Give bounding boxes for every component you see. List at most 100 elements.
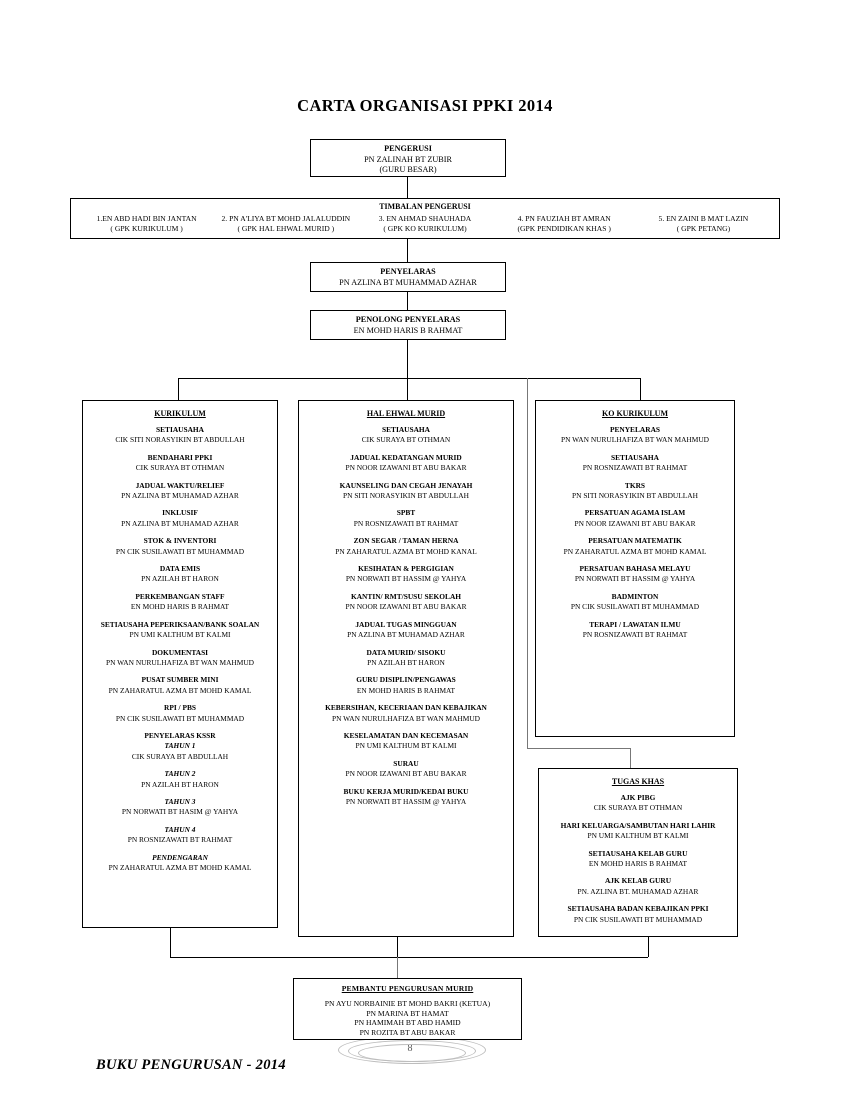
org-entry-person: PN WAN NURULHAFIZA BT WAN MAHMUD <box>331 713 481 723</box>
org-entry-person: PN AZILAH BT HARON <box>141 779 219 789</box>
org-entry-person: CIK SURAYA BT OTHMAN <box>361 435 451 445</box>
timbalan-member-role: ( GPK KURIKULUM ) <box>110 224 183 233</box>
timbalan-member-name: 2. PN A'LIYA BT MOHD JALALUDDIN <box>221 214 351 223</box>
org-entry-label: SETIAUSAHA <box>155 425 205 434</box>
org-entry-person: PN WAN NURULHAFIZA BT WAN MAHMUD <box>560 435 710 445</box>
timbalan-member-name: 5. EN ZAINI B MAT LAZIN <box>658 214 749 223</box>
org-entry-person: PN NOOR IZAWANI BT ABU BAKAR <box>345 769 467 779</box>
connector-pengerusi-timbalan <box>407 177 408 198</box>
org-entry-person: CIK SURAYA BT OTHMAN <box>135 463 225 473</box>
org-entry-subheading: TAHUN 1 <box>164 741 196 751</box>
page-title: CARTA ORGANISASI PPKI 2014 <box>297 96 553 115</box>
timbalan-members-list: 1.EN ABD HADI BIN JANTAN ( GPK KURIKULUM… <box>71 214 779 234</box>
org-entry-person: PN UMI KALTHUM BT KALMI <box>129 630 231 640</box>
timbalan-member-role: ( GPK HAL EHWAL MURID ) <box>237 224 335 233</box>
org-entry-person: PN NORWATI BT HASSIM @ YAHYA <box>574 574 696 584</box>
box-penolong-penyelaras[interactable]: PENOLONG PENYELARAS EN MOHD HARIS B RAHM… <box>310 310 506 340</box>
org-entry-person: PN ZAHARATUL AZMA BT MOHD KAMAL <box>108 863 252 872</box>
pembantu-name: PN HAMIMAH BT ABD HAMID <box>354 1018 461 1028</box>
org-entry-person: PN ZAHARATUL AZMA BT MOHD KAMAL <box>108 685 252 695</box>
penolong-penyelaras-name: EN MOHD HARIS B RAHMAT <box>353 325 463 335</box>
org-entry-person: PN CIK SUSILAWATI BT MUHAMMAD <box>570 602 700 612</box>
pengerusi-name: PN ZALINAH BT ZUBIR <box>364 154 452 164</box>
kurikulum-title: KURIKULUM <box>154 409 206 418</box>
box-pengerusi[interactable]: PENGERUSI PN ZALINAH BT ZUBIR (GURU BESA… <box>310 139 506 177</box>
org-entry-label: ZON SEGAR / TAMAN HERNA <box>353 536 459 546</box>
connector-drop-kurikulum <box>178 378 179 400</box>
tugas-khas-title: TUGAS KHAS <box>611 777 665 786</box>
org-entry-label: DATA EMIS <box>159 564 201 574</box>
org-entry-person: CIK SURAYA BT ABDULLAH <box>131 751 229 761</box>
connector-drop-tugas-khas <box>630 748 631 768</box>
org-entry-person: EN MOHD HARIS B RAHMAT <box>130 602 230 612</box>
org-entry-label: BUKU KERJA MURID/KEDAI BUKU <box>343 786 469 796</box>
timbalan-member: 3. EN AHMAD SHAUHADA ( GPK KO KURIKULUM) <box>355 214 494 234</box>
org-entry-person: PN AZLINA BT MUHAMAD AZHAR <box>121 518 239 528</box>
connector-bottom-bar <box>170 957 648 958</box>
org-entry-person: PN ZAHARATUL AZMA BT MOHD KAMAL <box>563 546 707 556</box>
org-entry-person: PN AZILAH BT HARON <box>141 574 219 584</box>
box-pembantu-pengurusan-murid[interactable]: PEMBANTU PENGURUSAN MURID PN AYU NORBAIN… <box>293 978 522 1040</box>
connector-distribution-bar <box>178 378 641 379</box>
org-entry-label: KANTIN/ RMT/SUSU SEKOLAH <box>350 591 462 601</box>
org-entry-label: SURAU <box>393 758 419 768</box>
connector-drop-hal-ehwal-murid <box>407 378 408 400</box>
org-entry-label: TKRS <box>624 480 646 490</box>
pembantu-name: PN MARINA BT HAMAT <box>366 1008 449 1018</box>
org-entry-person: PN CIK SUSILAWATI BT MUHAMMAD <box>115 713 245 723</box>
connector-penyelaras-penolong <box>407 292 408 310</box>
org-entry-label: HARI KELUARGA/SAMBUTAN HARI LAHIR <box>560 820 716 830</box>
connector-elbow-tugas-khas <box>527 748 631 749</box>
org-entry-label: BADMINTON <box>611 591 659 601</box>
box-penyelaras[interactable]: PENYELARAS PN AZLINA BT MUHAMMAD AZHAR <box>310 262 506 292</box>
pembantu-name: PN ROZITA BT ABU BAKAR <box>359 1028 456 1038</box>
box-timbalan-pengerusi[interactable]: TIMBALAN PENGERUSI 1.EN ABD HADI BIN JAN… <box>70 198 780 239</box>
footer-text: BUKU PENGURUSAN - 2014 <box>96 1057 286 1073</box>
org-entry-label: JADUAL WAKTU/RELIEF <box>135 480 225 490</box>
pengerusi-role: (GURU BESAR) <box>379 165 437 175</box>
timbalan-member-name: 1.EN ABD HADI BIN JANTAN <box>96 214 197 223</box>
org-entry-person: EN MOHD HARIS B RAHMAT <box>356 685 456 695</box>
timbalan-header: TIMBALAN PENGERUSI <box>379 202 471 211</box>
connector-hem-bottom <box>397 937 398 957</box>
org-entry-label: GURU DISIPLIN/PENGAWAS <box>356 675 456 685</box>
org-entry-label: KAUNSELING DAN CEGAH JENAYAH <box>339 480 473 490</box>
org-entry-label: STOK & INVENTORI <box>143 536 217 546</box>
timbalan-member-role: (GPK PENDIDIKAN KHAS ) <box>517 224 611 233</box>
org-entry-label: DATA MURID/ SISOKU <box>366 647 446 657</box>
connector-tugaskhas-bottom <box>648 937 649 957</box>
timbalan-member: 2. PN A'LIYA BT MOHD JALALUDDIN ( GPK HA… <box>216 214 355 234</box>
org-entry-person: PN NOOR IZAWANI BT ABU BAKAR <box>345 463 467 473</box>
timbalan-member: 4. PN FAUZIAH BT AMRAN (GPK PENDIDIKAN K… <box>495 214 634 234</box>
penyelaras-name: PN AZLINA BT MUHAMMAD AZHAR <box>339 277 477 287</box>
org-entry-person: PN WAN NURULHAFIZA BT WAN MAHMUD <box>105 657 255 667</box>
